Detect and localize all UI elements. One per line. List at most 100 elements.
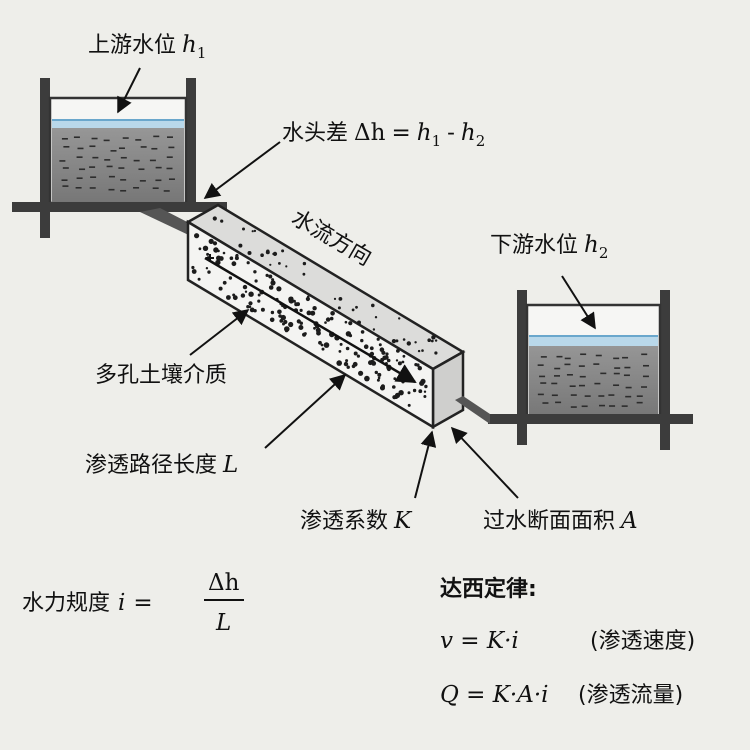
pore-dot	[246, 261, 250, 265]
leader-head-diff	[203, 141, 281, 199]
pore-dot	[198, 247, 202, 251]
downstream-water	[529, 336, 658, 346]
pore-dot	[380, 386, 384, 390]
pore-dot	[202, 245, 209, 251]
velocity-note: (渗透速度)	[590, 629, 695, 654]
pore-dot	[247, 251, 252, 255]
pore-dot	[364, 375, 370, 382]
pore-dot	[420, 378, 426, 384]
pore-dot	[386, 358, 391, 363]
pore-dot	[205, 267, 209, 270]
pore-dot	[254, 279, 258, 283]
leader-porous-medium	[189, 309, 250, 356]
pore-dot	[226, 295, 231, 300]
pore-dot	[371, 303, 375, 308]
pore-dot	[368, 360, 373, 366]
pore-dot	[337, 306, 341, 310]
pore-dot	[345, 359, 349, 363]
pore-dot	[212, 241, 218, 246]
discharge-note: (渗透流量)	[578, 683, 683, 708]
pore-dot	[357, 320, 361, 325]
pore-dot	[414, 363, 418, 367]
pore-dot	[374, 316, 378, 319]
pore-dot	[240, 293, 246, 298]
pore-dot	[394, 394, 399, 399]
pore-dot	[407, 403, 411, 407]
discharge-formula: Q = K·A·i	[440, 682, 549, 708]
pore-dot	[372, 328, 376, 331]
gradient-denominator: L	[215, 610, 231, 636]
pore-dot	[434, 339, 438, 342]
pore-dot	[242, 284, 248, 290]
upstream-base-bar	[12, 202, 227, 212]
downstream-soil-texture	[537, 353, 649, 408]
pore-dot	[316, 330, 321, 336]
pore-dot	[369, 346, 374, 351]
pore-dot	[344, 320, 348, 324]
downstream-soil	[529, 336, 658, 416]
upstream-soil-texture	[59, 135, 175, 192]
downstream-base-bar	[488, 414, 693, 424]
darcy-title: 达西定律:	[440, 576, 537, 602]
pore-dot	[235, 254, 239, 258]
pore-dot	[312, 306, 317, 311]
pore-dot	[412, 388, 417, 393]
pore-dot	[363, 344, 369, 350]
pore-dot	[430, 339, 434, 343]
leader-lines	[117, 67, 596, 499]
pore-dot	[423, 390, 427, 393]
upstream-post-right	[186, 78, 196, 208]
pore-dot	[197, 277, 201, 281]
downstream-post-right	[660, 290, 670, 450]
pore-dot	[194, 233, 200, 239]
pore-dot	[212, 216, 217, 221]
pore-dot	[418, 389, 423, 394]
pore-dot	[384, 355, 389, 360]
pore-dot	[296, 319, 301, 324]
pore-dot	[269, 263, 272, 266]
pore-dot	[260, 307, 265, 312]
pore-dot	[406, 341, 411, 346]
pore-dot	[253, 229, 257, 233]
pore-dot	[228, 276, 233, 280]
pore-dot	[306, 310, 312, 316]
pore-dot	[321, 347, 325, 351]
pore-dot	[351, 308, 355, 312]
pore-dot	[277, 309, 282, 315]
pore-dot	[377, 376, 381, 380]
pore-dot	[242, 227, 245, 231]
pore-dot	[345, 346, 350, 351]
pore-dot	[213, 247, 219, 253]
upstream-post-left	[40, 78, 50, 238]
pore-dot	[244, 290, 248, 293]
pore-dot	[360, 338, 364, 343]
pore-dot	[431, 335, 436, 340]
pore-dot	[427, 338, 432, 343]
pore-dot	[376, 378, 380, 382]
pore-dot	[385, 352, 389, 356]
upstream-tank	[40, 78, 196, 238]
pore-dot	[414, 341, 417, 344]
leader-cross-section	[450, 426, 519, 499]
pore-dot	[217, 249, 220, 253]
pore-dot	[323, 342, 330, 348]
pore-dot	[302, 272, 306, 276]
pore-dot	[268, 274, 273, 279]
pore-dot	[253, 270, 257, 274]
pore-dot	[191, 265, 195, 270]
pore-dot	[284, 329, 289, 333]
pore-dot	[325, 317, 331, 322]
pore-dot	[248, 291, 254, 297]
pore-dot	[360, 330, 365, 334]
pore-dot	[417, 366, 422, 371]
pore-dot	[379, 347, 385, 353]
upstream-connector	[140, 208, 195, 238]
pore-dot	[401, 360, 405, 364]
pore-dot	[318, 340, 322, 345]
